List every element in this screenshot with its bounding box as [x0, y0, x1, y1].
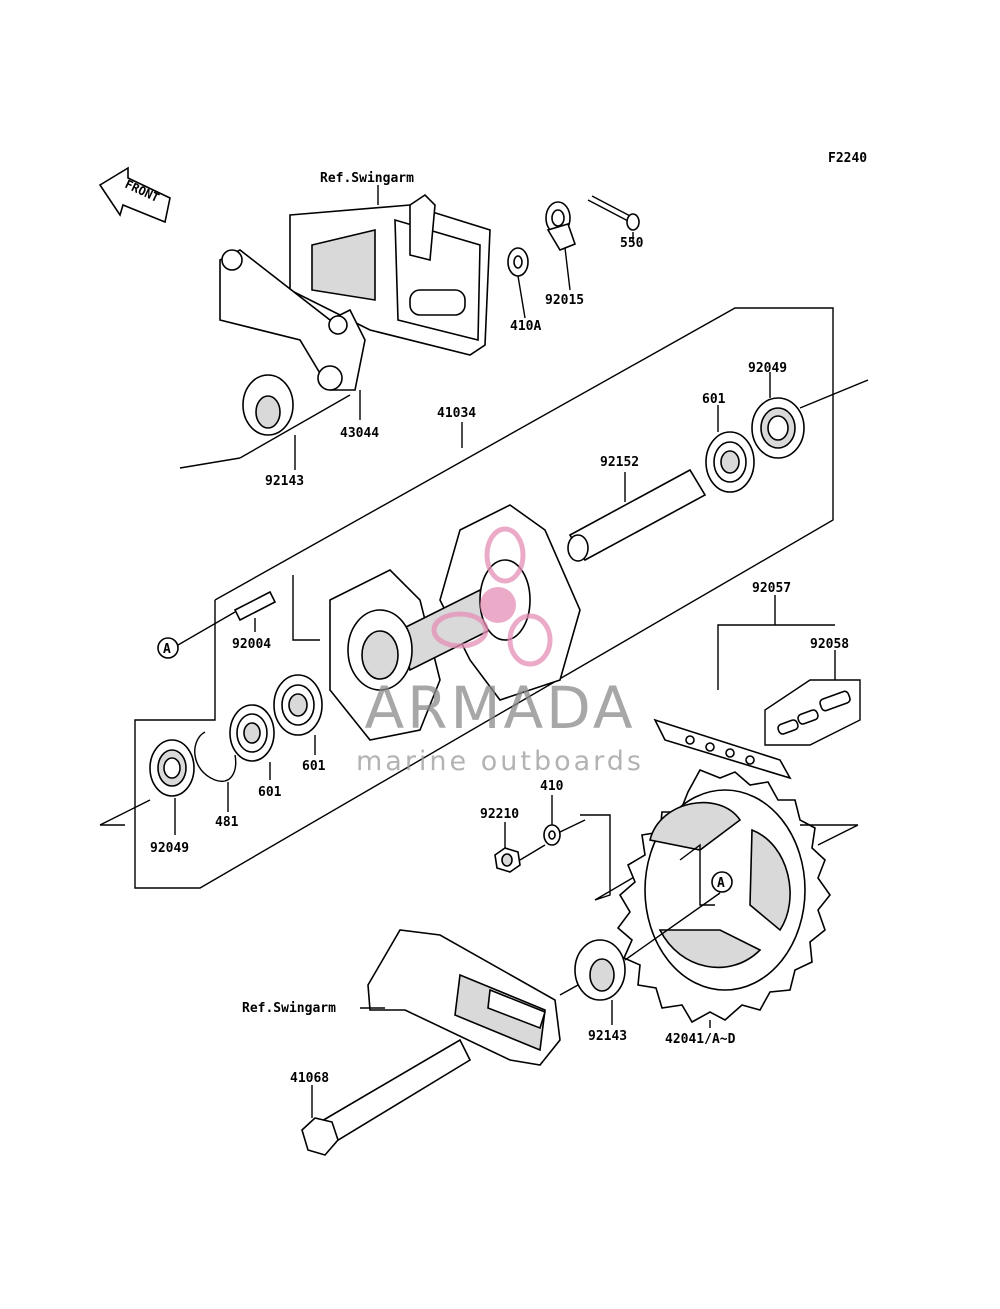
nut-92210 [494, 847, 521, 873]
cotter-pin-550 [587, 195, 640, 231]
part-601-mid: 601 [302, 759, 326, 774]
part-92058: 92058 [810, 637, 849, 652]
part-92210: 92210 [480, 807, 519, 822]
ref-swingarm-label-top: Ref.Swingarm [320, 171, 414, 186]
swingarm-end-top [289, 193, 491, 356]
master-link-92058 [777, 690, 851, 735]
watermark-tagline: marine outboards [356, 746, 644, 777]
part-92143-top: 92143 [265, 474, 304, 489]
bearing-601-top [705, 431, 755, 493]
swingarm-end-bottom [367, 929, 561, 1066]
part-550: 550 [620, 236, 644, 251]
part-92152: 92152 [600, 455, 639, 470]
spacer-92152 [567, 468, 707, 562]
collar-92143-bottom [574, 939, 626, 1001]
svg-text:A: A [717, 876, 725, 891]
oil-seal-92049-bottom [149, 739, 195, 797]
part-92004: 92004 [232, 637, 271, 652]
part-410A: 410A [510, 319, 541, 334]
chain-adjuster-43044 [219, 249, 366, 391]
part-410: 410 [540, 779, 564, 794]
stud-92004 [233, 590, 277, 622]
bearing-601-mid [273, 674, 323, 736]
part-41068: 41068 [290, 1071, 329, 1086]
ref-swingarm-label-bottom: Ref.Swingarm [242, 1001, 336, 1016]
callout-a-left [157, 637, 179, 659]
part-601-top: 601 [702, 392, 726, 407]
part-92015: 92015 [545, 293, 584, 308]
part-41034: 41034 [437, 406, 476, 421]
axle-41068 [301, 1038, 472, 1156]
part-43044: 43044 [340, 426, 379, 441]
circlip-481 [194, 731, 237, 782]
watermark-brand: ARMADA [364, 674, 635, 742]
bearing-601-low [229, 704, 275, 762]
nut-92015 [545, 201, 577, 251]
part-481: 481 [215, 815, 239, 830]
armada-watermark: ARMADA marine outboards [356, 526, 644, 777]
propeller-logo-icon [431, 526, 553, 667]
callout-a-right [711, 871, 733, 893]
rear-sprocket-42041 [616, 768, 832, 1024]
hub-assembly-outline [134, 307, 834, 889]
drive-chain [653, 718, 792, 780]
part-42041: 42041/A~D [665, 1032, 736, 1047]
part-601-low: 601 [258, 785, 282, 800]
part-92049-bottom: 92049 [150, 841, 189, 856]
svg-text:A: A [163, 642, 171, 657]
part-92049-top: 92049 [748, 361, 787, 376]
oil-seal-92049-top [751, 397, 805, 459]
part-92057: 92057 [752, 581, 791, 596]
front-arrow-icon: FRONT [98, 166, 171, 224]
figure-code: F2240 [828, 151, 867, 166]
part-92143-bottom: 92143 [588, 1029, 627, 1044]
collar-92143-top [242, 374, 294, 436]
